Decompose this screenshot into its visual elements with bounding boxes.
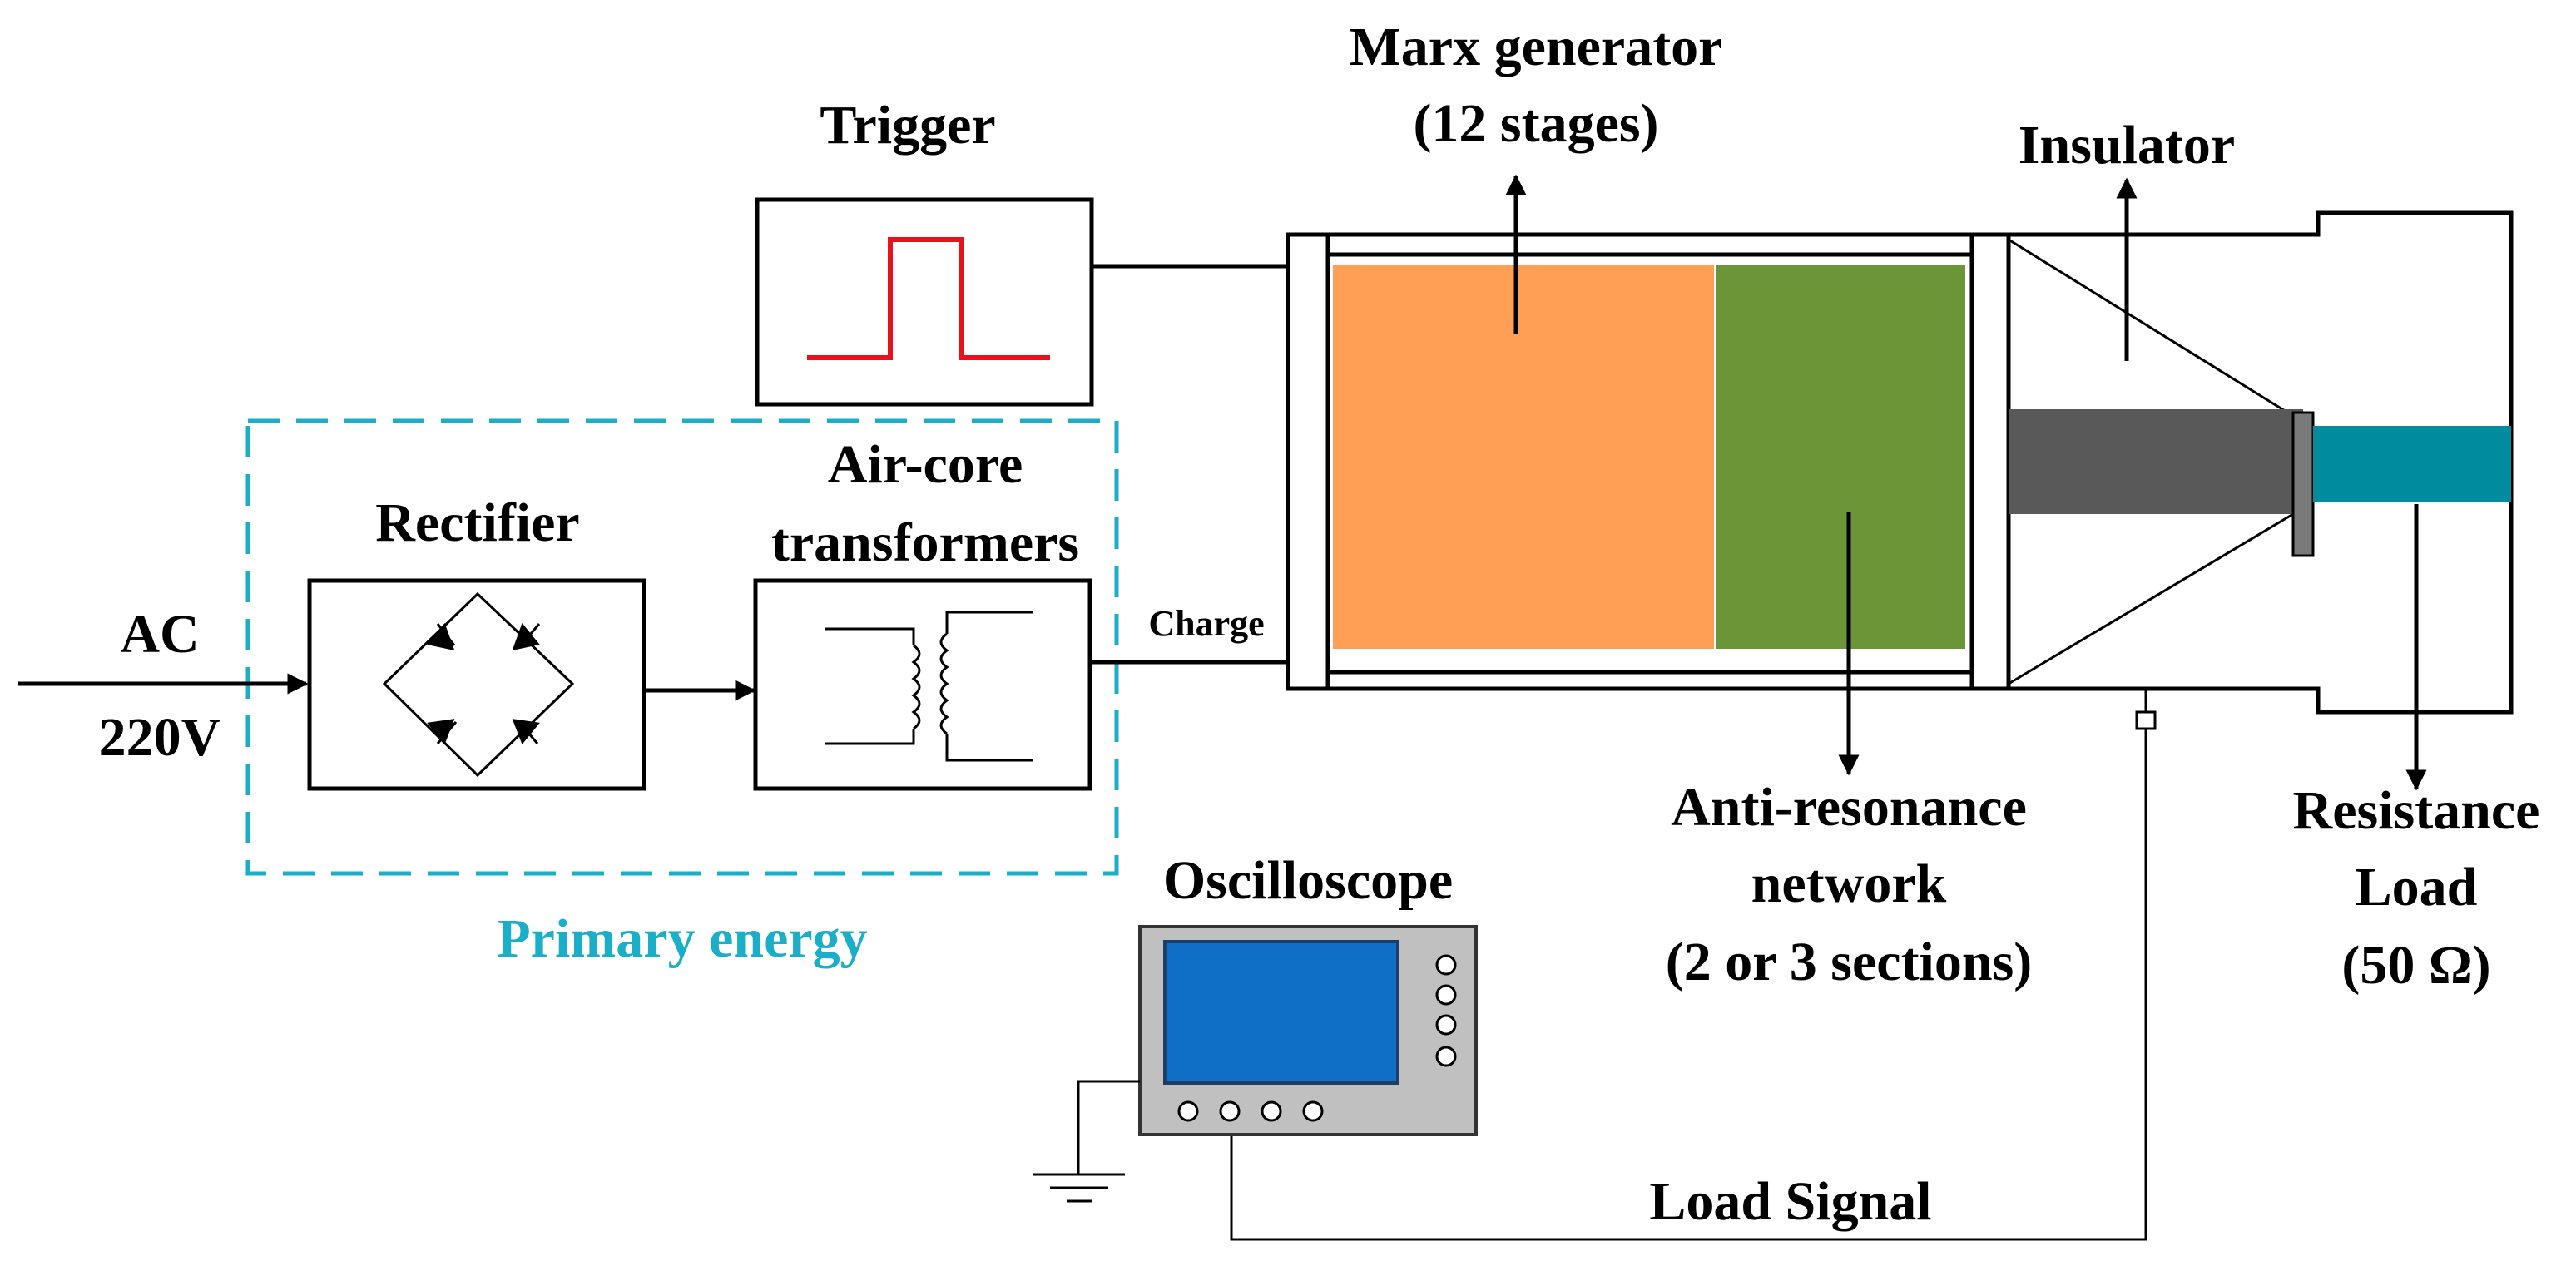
ac-label: AC — [120, 604, 199, 665]
inner-electrode — [2009, 409, 2303, 514]
ground-icon — [1033, 1080, 1140, 1203]
aircore-label-line1: Air-core — [828, 434, 1023, 495]
electrode-flange — [2291, 411, 2315, 557]
load-label-line1: Resistance — [2293, 780, 2540, 841]
diode-bridge-icon — [382, 591, 575, 778]
marx-label-line1: Marx generator — [1350, 17, 1723, 77]
transformer-block — [753, 578, 1092, 791]
insulator-cone — [2008, 238, 2294, 685]
trigger-label: Trigger — [820, 95, 995, 156]
load-signal-wire — [1230, 729, 2147, 1241]
insulator-label: Insulator — [2019, 115, 2235, 176]
load-label-line3: (50 Ω) — [2341, 935, 2490, 996]
voltage-probe — [2135, 689, 2157, 730]
oscilloscope-screen — [1163, 940, 1399, 1085]
pulse-waveform — [807, 237, 1050, 360]
oscilloscope-label: Oscilloscope — [1163, 850, 1453, 911]
load-label-line2: Load — [2356, 857, 2478, 917]
rectifier-block — [307, 578, 646, 791]
primary-energy-boundary — [245, 418, 1119, 876]
aircore-label-line2: transformers — [771, 512, 1079, 573]
marx-stages-block — [1333, 265, 1714, 649]
anti-resonance-label-line2: network — [1751, 853, 1947, 914]
charge-label: Charge — [1148, 603, 1264, 644]
anti-resonance-label-line3: (2 or 3 sections) — [1666, 932, 2033, 992]
load-signal-label: Load Signal — [1649, 1171, 1931, 1232]
trigger-block — [755, 197, 1094, 407]
oscilloscope-icon — [1138, 925, 1478, 1136]
anti-resonance-block — [1716, 265, 1965, 649]
voltage-label: 220V — [99, 707, 221, 768]
anti-resonance-label-line1: Anti-resonance — [1671, 777, 2027, 838]
transformer-coil-icon — [825, 611, 1033, 762]
resistance-load — [2313, 426, 2511, 502]
primary-energy-label: Primary energy — [497, 908, 867, 969]
marx-label-line2: (12 stages) — [1413, 93, 1658, 154]
rectifier-label: Rectifier — [375, 492, 579, 553]
